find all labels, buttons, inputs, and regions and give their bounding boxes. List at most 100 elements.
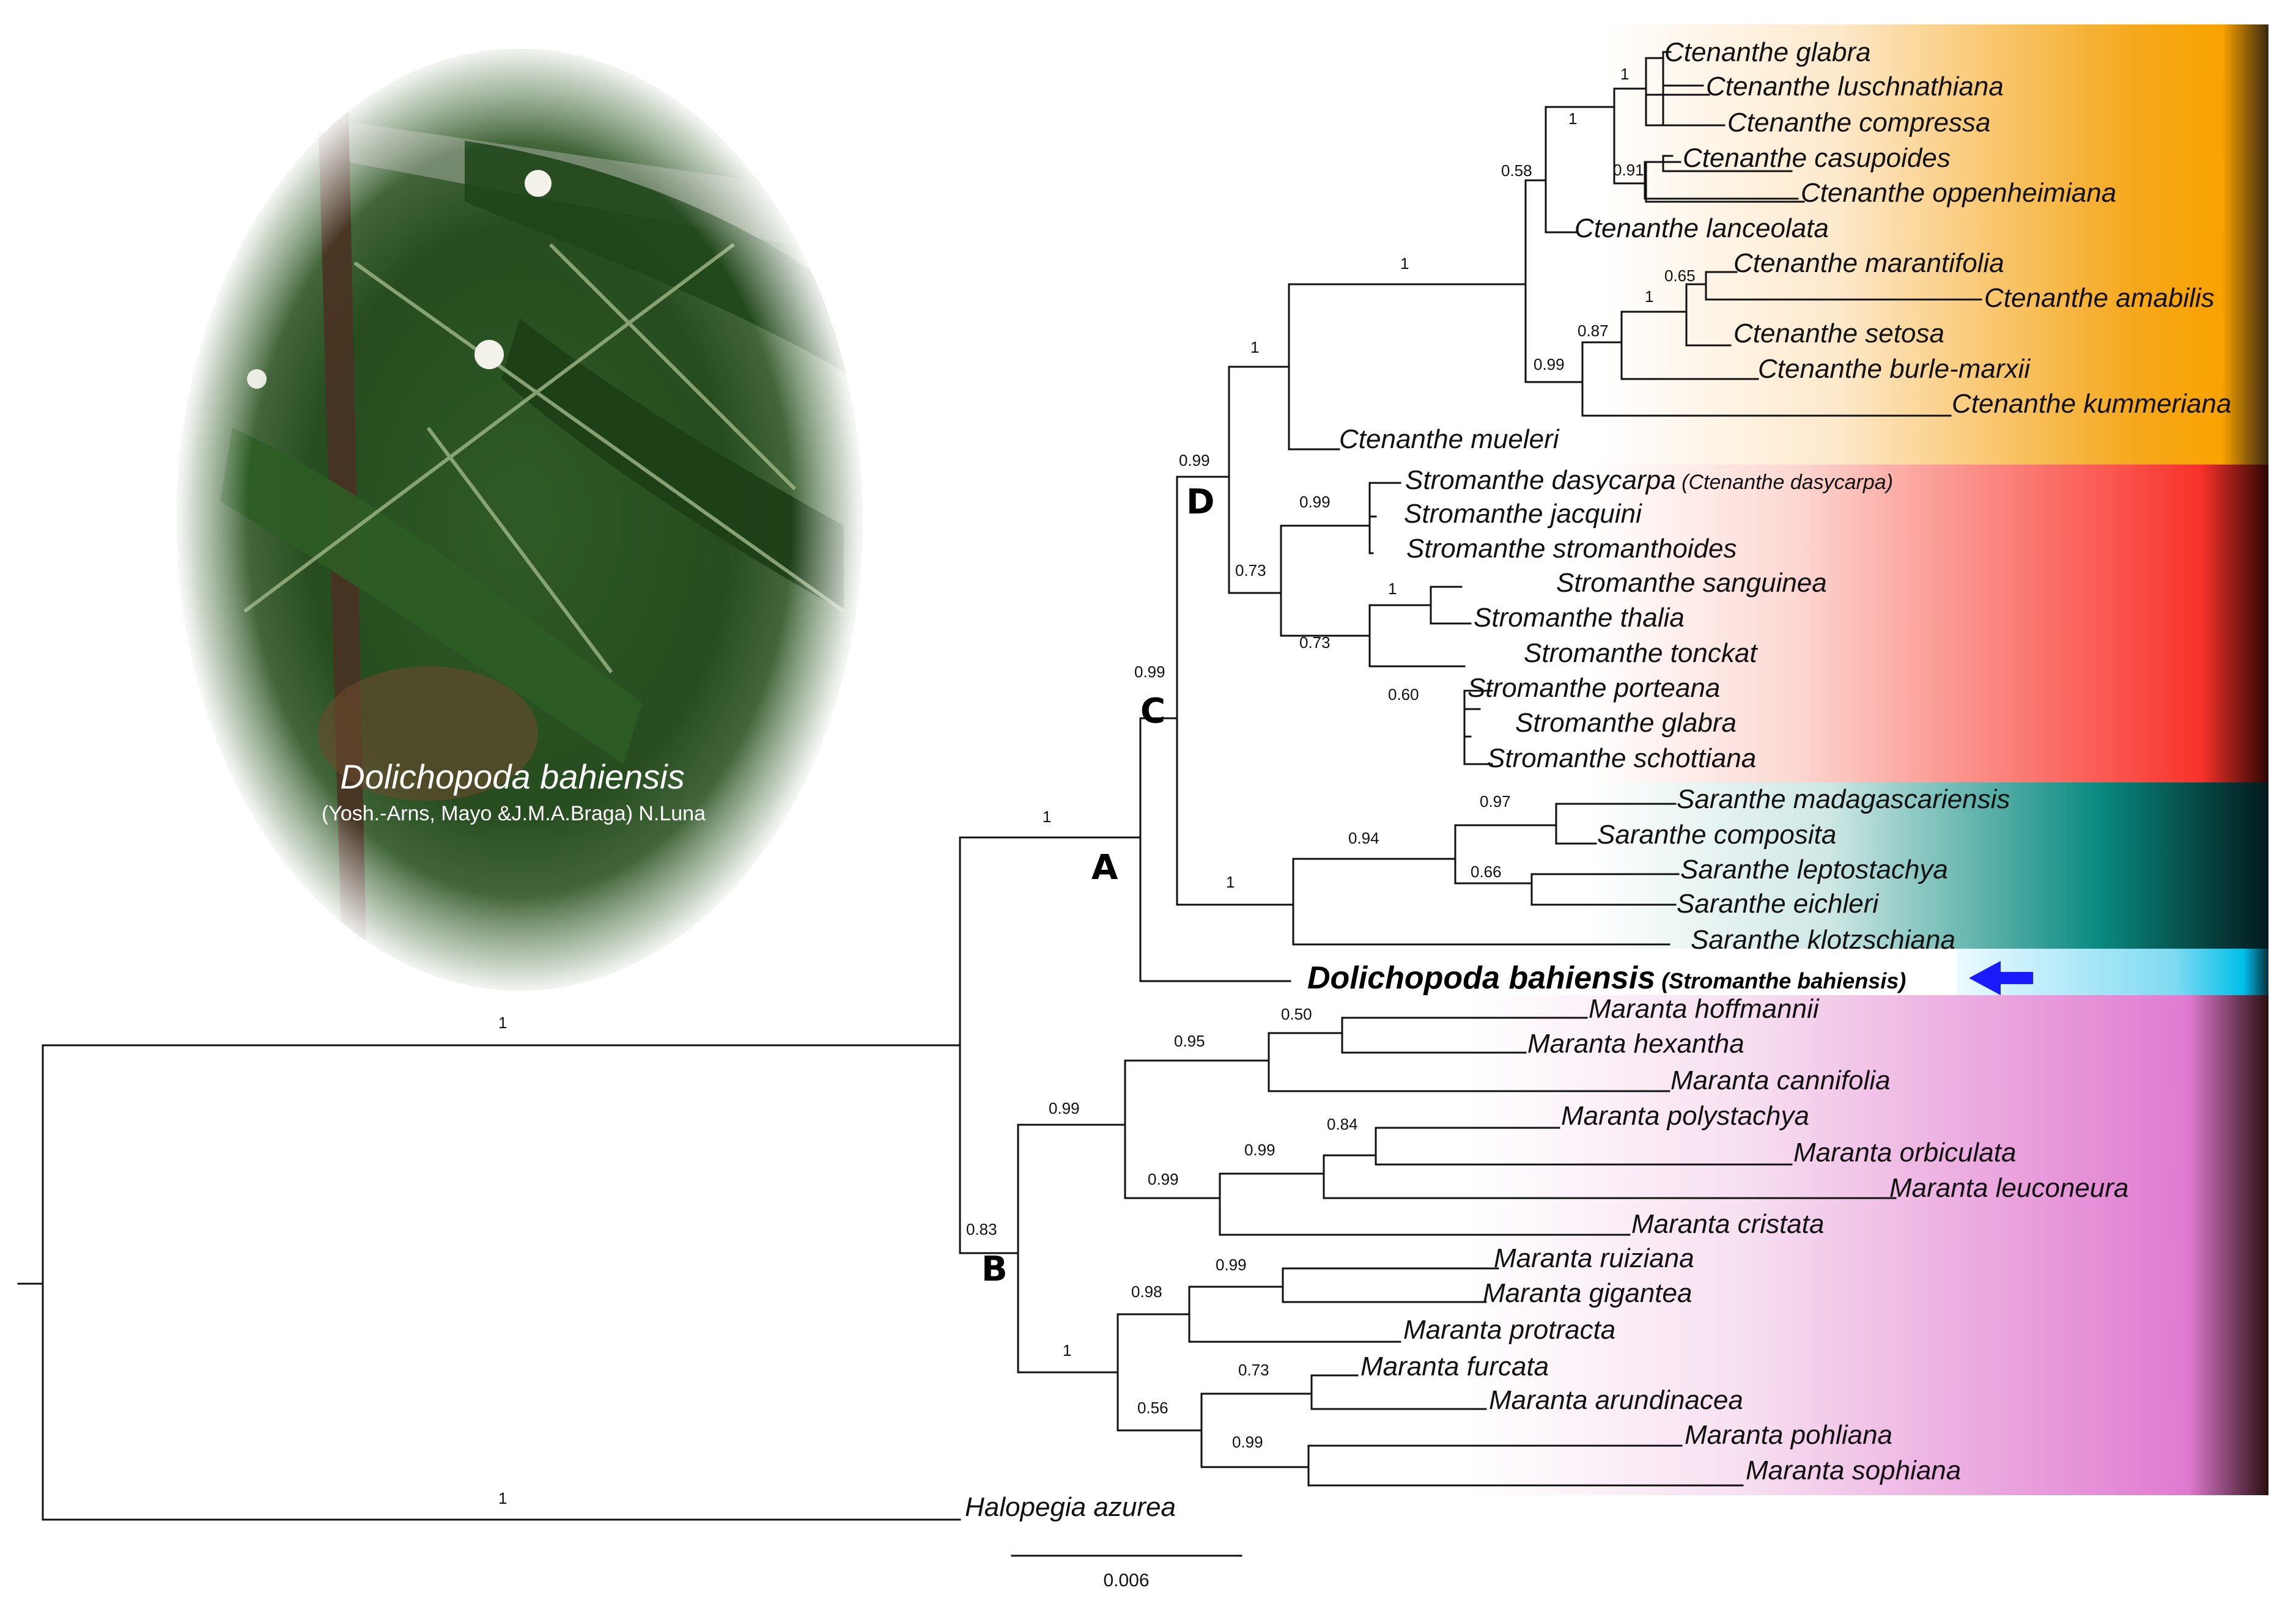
clade-label-a: A bbox=[1091, 848, 1118, 888]
support-maranta-k: 0.73 bbox=[1238, 1361, 1269, 1379]
taxon-label: Saranthe eichleri bbox=[1677, 889, 1879, 919]
clade-label-b: B bbox=[981, 1249, 1008, 1289]
support-root-ingroup: 1 bbox=[498, 1014, 507, 1032]
taxon-label: Ctenanthe setosa bbox=[1733, 318, 1944, 348]
support-saranthe-c: 0.97 bbox=[1480, 792, 1511, 811]
focal-taxon-name: Dolichopoda bahiensis bbox=[1307, 960, 1655, 996]
band-stromanthe bbox=[1590, 465, 2268, 782]
taxon-label: Halopegia azurea bbox=[965, 1492, 1176, 1522]
support-saranthe-b: 0.94 bbox=[1348, 829, 1379, 847]
support-stromanthe-c: 0.73 bbox=[1299, 633, 1331, 652]
taxon-label: Saranthe composita bbox=[1597, 820, 1836, 850]
taxon-label: Maranta sophiana bbox=[1746, 1455, 1961, 1485]
support-saranthe-a: 1 bbox=[1226, 873, 1235, 891]
focal-taxon-synonym: Stromanthe bahiensis bbox=[1669, 968, 1899, 993]
support-maranta-a: 0.99 bbox=[1049, 1099, 1080, 1117]
taxon-label: Maranta furcata bbox=[1360, 1352, 1549, 1381]
support-ctenanthe-core: 1 bbox=[1400, 254, 1409, 273]
support-ctenanthe-crown: 1 bbox=[1250, 338, 1259, 356]
clade-label-c: C bbox=[1140, 691, 1165, 731]
photo-authority: (Yosh.-Arns, Mayo &J.M.A.Braga) N.Luna bbox=[322, 802, 706, 825]
support-ctenanthe-a: 0.58 bbox=[1501, 161, 1532, 180]
support-maranta-d: 0.99 bbox=[1148, 1170, 1179, 1188]
taxon-label: Ctenanthe oppenheimiana bbox=[1801, 178, 2116, 208]
support-values: 1 1 1 0.99 0.99 1 1 0.58 1 1 0.91 0.99 0… bbox=[498, 65, 1696, 1507]
support-saranthe-d: 0.66 bbox=[1471, 863, 1502, 881]
support-ctenanthe-g: 1 bbox=[1645, 287, 1653, 306]
band-ctenanthe bbox=[1602, 24, 2268, 465]
taxon-labels: Ctenanthe glabra Ctenanthe luschnathiana… bbox=[965, 37, 2231, 1522]
arrow-left-icon bbox=[1969, 961, 2033, 995]
support-ctenanthe-c: 1 bbox=[1620, 65, 1629, 83]
scale-bar-label: 0.006 bbox=[1103, 1570, 1149, 1591]
taxon-label: Ctenanthe mueleri bbox=[1339, 424, 1560, 454]
photo-vignette: Dolichopoda bahiensis (Yosh.-Arns, Mayo … bbox=[177, 49, 862, 990]
focal-taxon-label: Dolichopoda bahiensis (Stromanthe bahien… bbox=[1307, 960, 1906, 996]
taxon-label: Ctenanthe marantifolia bbox=[1733, 248, 2004, 278]
support-maranta-b: 0.95 bbox=[1174, 1032, 1205, 1050]
taxon-label: Stromanthe porteana bbox=[1467, 673, 1720, 703]
support-stromanthe-e: 0.60 bbox=[1388, 685, 1419, 704]
taxon-label: Ctenanthe casupoides bbox=[1683, 143, 1951, 173]
taxon-label: Stromanthe thalia bbox=[1474, 603, 1685, 633]
taxon-label: Saranthe leptostachya bbox=[1680, 855, 1948, 885]
taxon-label: Maranta polystachya bbox=[1561, 1101, 1809, 1131]
taxon-label: Stromanthe schottiana bbox=[1487, 743, 1756, 773]
support-maranta-l: 0.99 bbox=[1232, 1433, 1263, 1451]
taxon-label-with-synonym: Stromanthe dasycarpa (Ctenanthe dasycarp… bbox=[1405, 465, 1893, 495]
band-saranthe bbox=[1590, 782, 2268, 949]
clade-letters: A B C D bbox=[981, 482, 1214, 1289]
support-maranta-j: 0.56 bbox=[1137, 1399, 1168, 1417]
support-clade-d: 0.99 bbox=[1179, 451, 1210, 469]
support-maranta-e: 0.99 bbox=[1244, 1141, 1275, 1159]
scale-bar: 0.006 bbox=[1011, 1554, 1242, 1591]
clade-bands bbox=[1467, 24, 2268, 1495]
taxon-label: Saranthe klotzschiana bbox=[1691, 925, 1955, 955]
taxon-synonym: Ctenanthe dasycarpa bbox=[1688, 471, 1886, 494]
support-ctenanthe-d: 0.91 bbox=[1613, 161, 1644, 179]
taxon-label: Maranta leuconeura bbox=[1889, 1173, 2128, 1203]
taxon-label: Ctenanthe kummeriana bbox=[1952, 389, 2231, 419]
support-maranta-f: 0.84 bbox=[1327, 1115, 1358, 1133]
taxon-label: Maranta hoffmannii bbox=[1589, 994, 1820, 1024]
taxon-label: Stromanthe sanguinea bbox=[1556, 568, 1827, 598]
photo-caption: Dolichopoda bahiensis bbox=[340, 757, 685, 796]
tree-branches bbox=[17, 51, 1982, 1521]
taxon-label: Maranta cannifolia bbox=[1670, 1065, 1891, 1095]
taxon-label: Maranta gigantea bbox=[1483, 1278, 1692, 1308]
support-stromanthe-a: 0.73 bbox=[1235, 561, 1266, 579]
support-stromanthe-b: 0.99 bbox=[1299, 493, 1331, 511]
support-stromanthe-d: 1 bbox=[1388, 579, 1397, 598]
taxon-label: Stromanthe stromanthoides bbox=[1406, 534, 1737, 564]
taxon-label: Maranta protracta bbox=[1403, 1315, 1615, 1345]
taxon-label: Ctenanthe glabra bbox=[1664, 37, 1871, 67]
taxon-label: Ctenanthe lanceolata bbox=[1574, 213, 1829, 243]
taxon-label: Maranta cristata bbox=[1631, 1209, 1824, 1239]
taxon-label: Ctenanthe amabilis bbox=[1984, 283, 2215, 313]
taxon-label: Saranthe madagascariensis bbox=[1677, 784, 2010, 814]
taxon-label: Maranta hexantha bbox=[1527, 1029, 1744, 1059]
support-clade-c: 0.99 bbox=[1134, 663, 1165, 681]
taxon-label: Stromanthe glabra bbox=[1515, 708, 1737, 738]
support-root-out: 1 bbox=[498, 1489, 507, 1507]
taxon-label: Stromanthe tonckat bbox=[1524, 638, 1758, 668]
support-maranta-g: 1 bbox=[1063, 1341, 1071, 1359]
band-maranta bbox=[1467, 995, 2268, 1495]
support-maranta-i: 0.99 bbox=[1216, 1256, 1247, 1274]
clade-label-d: D bbox=[1186, 482, 1214, 522]
support-ctenanthe-f: 0.87 bbox=[1578, 322, 1609, 340]
taxon-label: Stromanthe jacquini bbox=[1404, 499, 1642, 529]
support-ctenanthe-h: 0.65 bbox=[1664, 267, 1696, 285]
support-maranta-h: 0.98 bbox=[1131, 1282, 1162, 1301]
support-clade-a: 1 bbox=[1043, 808, 1051, 826]
taxon-label: Ctenanthe burle-marxii bbox=[1758, 354, 2031, 384]
support-maranta-c: 0.50 bbox=[1281, 1005, 1312, 1023]
support-ctenanthe-b: 1 bbox=[1568, 109, 1577, 128]
support-ctenanthe-e: 0.99 bbox=[1534, 355, 1565, 373]
taxon-label: Maranta pohliana bbox=[1685, 1420, 1892, 1450]
taxon-name: Stromanthe dasycarpa bbox=[1405, 465, 1676, 495]
taxon-label: Maranta ruiziana bbox=[1494, 1243, 1694, 1273]
support-clade-b: 0.83 bbox=[966, 1220, 997, 1238]
taxon-label: Maranta orbiculata bbox=[1793, 1138, 2016, 1168]
